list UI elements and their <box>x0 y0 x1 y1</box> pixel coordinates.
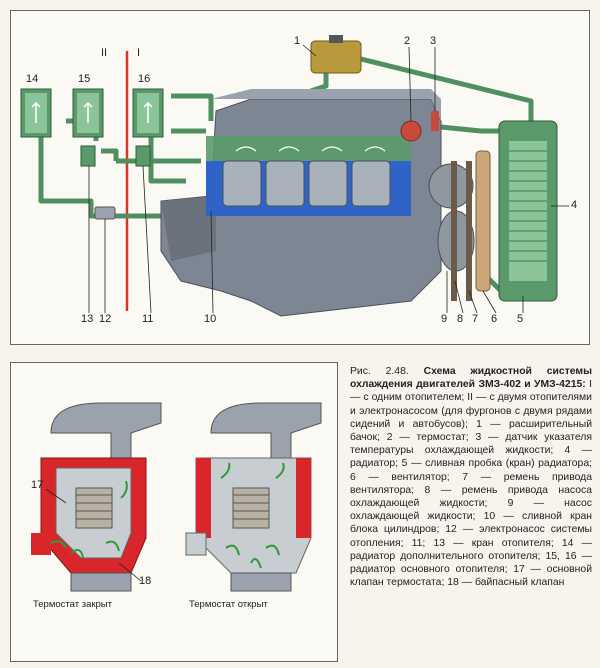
heater-radiator-16 <box>132 88 164 138</box>
cooling-system-svg <box>20 35 569 317</box>
electric-pump-12 <box>94 206 116 220</box>
heater-valve-11 <box>135 145 151 167</box>
callout-14: 14 <box>26 73 39 85</box>
callout-18: 18 <box>139 575 152 587</box>
heater-valve-13 <box>80 145 96 167</box>
callout-12: 12 <box>99 313 112 325</box>
caption-body: I — с одним отопителем; II — с двумя ото… <box>350 379 592 589</box>
mark-one: I <box>137 47 141 59</box>
thermostat-svg <box>31 402 322 592</box>
callout-6: 6 <box>491 313 498 325</box>
callout-11: 11 <box>142 313 154 325</box>
callout-16: 16 <box>138 73 151 85</box>
thermostat-closed-drawing <box>31 402 162 592</box>
expansion-tank-1 <box>310 35 362 74</box>
heater-radiator-15 <box>72 88 104 138</box>
engine-block <box>160 89 475 317</box>
temp-sensor-3 <box>431 111 439 131</box>
callout-8: 8 <box>457 313 464 325</box>
thermostat-open-label: Термостат открыт <box>189 599 268 610</box>
callout-10: 10 <box>204 313 217 325</box>
cooling-system-diagram: II I 1 2 3 4 5 6 7 8 9 10 11 12 13 14 15… <box>10 10 590 345</box>
callout-9: 9 <box>441 313 448 325</box>
callout-17: 17 <box>31 479 44 491</box>
callout-13: 13 <box>81 313 94 325</box>
caption-title: Схема жидкостной системы охлаждения двиг… <box>350 366 592 391</box>
figure-caption: Рис. 2.48. Схема жидкостной системы охла… <box>350 365 592 589</box>
mark-two: II <box>101 47 108 59</box>
callout-2: 2 <box>404 35 411 47</box>
callout-4: 4 <box>571 199 578 211</box>
thermostat-2 <box>400 120 422 142</box>
callout-1: 1 <box>294 35 301 47</box>
callout-15: 15 <box>78 73 91 85</box>
callout-5: 5 <box>517 313 524 325</box>
thermostat-diagram: 17 18 Термостат закрыт Термостат открыт <box>10 362 338 662</box>
thermostat-open-drawing <box>185 402 322 592</box>
radiator-4 <box>498 120 558 302</box>
callout-3: 3 <box>430 35 437 47</box>
thermostat-closed-label: Термостат закрыт <box>33 599 112 610</box>
caption-prefix: Рис. 2.48. <box>350 366 409 377</box>
heater-radiator-14 <box>20 88 52 138</box>
fan-6 <box>475 150 491 292</box>
callout-7: 7 <box>472 313 479 325</box>
